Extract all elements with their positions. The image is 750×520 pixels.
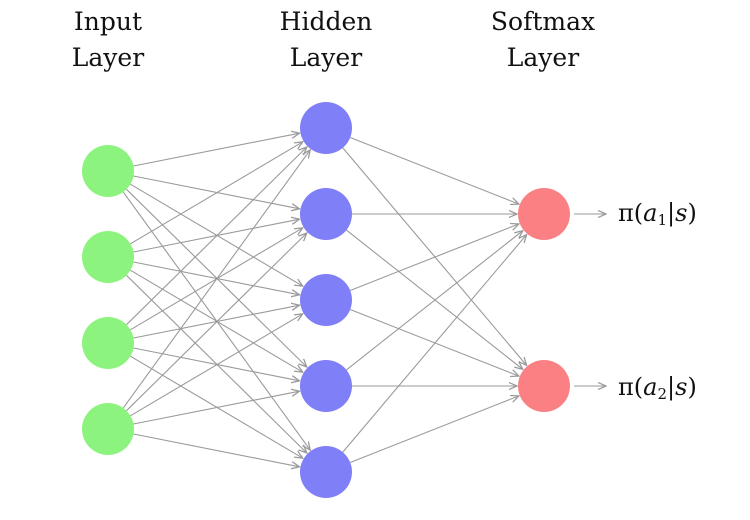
close-paren-1: ) — [687, 199, 697, 227]
hidden-node-4 — [300, 360, 352, 412]
softmax-layer-title: Softmax Layer — [463, 4, 623, 76]
action-var-1: a — [643, 199, 658, 227]
input-layer-title: Input Layer — [28, 4, 188, 76]
state-var-2: s — [675, 373, 688, 401]
open-paren-1: ( — [633, 199, 644, 227]
input-node-4 — [82, 403, 134, 455]
open-paren-2: ( — [633, 373, 644, 401]
hidden-layer-title-line1: Hidden — [279, 7, 373, 36]
input-layer-title-line1: Input — [73, 7, 143, 36]
edge-hidden-5-to-softmax-1 — [342, 235, 527, 453]
given-bar-1: | — [667, 199, 676, 227]
input-node-2 — [82, 231, 134, 283]
hidden-node-5 — [300, 446, 352, 498]
action-subscript-2: 2 — [657, 385, 668, 403]
input-layer-title-line2: Layer — [71, 43, 145, 72]
edge-hidden-4-to-softmax-1 — [346, 231, 522, 371]
hidden-node-3 — [300, 274, 352, 326]
edge-input-1-to-hidden-1 — [133, 133, 300, 167]
policy-output-2-label: π(a2|s) — [618, 373, 697, 403]
edge-hidden-5-to-softmax-2 — [349, 396, 519, 464]
edge-input-4-to-hidden-5 — [133, 433, 300, 467]
edge-input-3-to-hidden-1 — [126, 147, 307, 326]
edge-input-4-to-hidden-1 — [122, 150, 310, 409]
softmax-node-1 — [518, 188, 570, 240]
policy-output-1-label: π(a1|s) — [618, 199, 697, 229]
pi-symbol-2: π — [618, 373, 634, 401]
edge-input-2-to-hidden-1 — [130, 142, 302, 245]
softmax-node-2 — [518, 360, 570, 412]
hidden-layer-title: Hidden Layer — [246, 4, 406, 76]
input-node-1 — [82, 145, 134, 197]
action-var-2: a — [643, 373, 658, 401]
close-paren-2: ) — [687, 373, 697, 401]
given-bar-2: | — [667, 373, 676, 401]
input-node-3 — [82, 317, 134, 369]
edge-hidden-1-to-softmax-1 — [349, 136, 519, 205]
state-var-1: s — [675, 199, 688, 227]
softmax-layer-title-line1: Softmax — [490, 7, 596, 36]
pi-symbol-1: π — [618, 199, 634, 227]
edge-input-4-to-hidden-3 — [130, 314, 302, 417]
edge-hidden-3-to-softmax-1 — [349, 224, 519, 292]
action-subscript-1: 1 — [657, 211, 668, 229]
hidden-node-2 — [300, 188, 352, 240]
softmax-layer-title-line2: Layer — [506, 43, 580, 72]
edge-input-4-to-hidden-4 — [133, 391, 300, 425]
edge-input-4-to-hidden-2 — [126, 233, 307, 412]
hidden-node-1 — [300, 102, 352, 154]
hidden-layer-title-line2: Layer — [289, 43, 363, 72]
